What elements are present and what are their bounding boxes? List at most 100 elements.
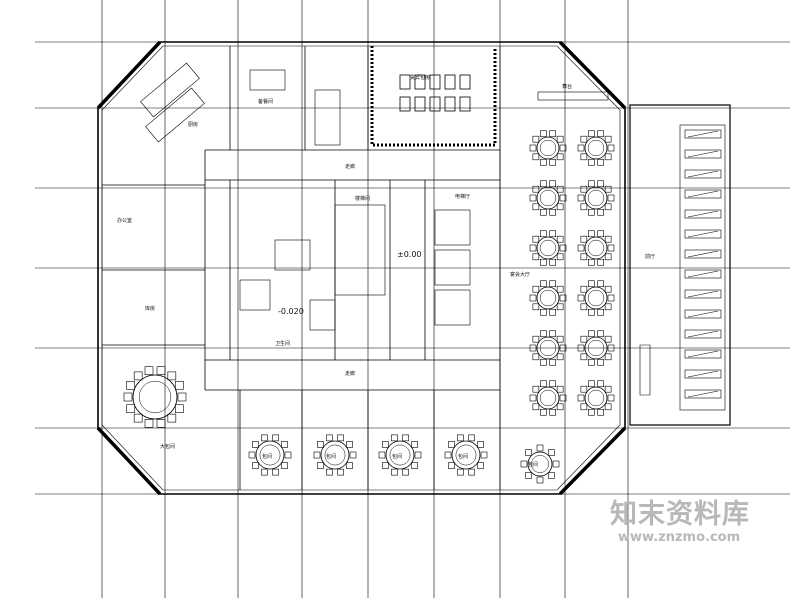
chair [525, 472, 532, 479]
chair [457, 434, 464, 442]
chair [549, 408, 556, 416]
room-label-banquet-large: 大包间 [160, 443, 175, 450]
round-table [529, 330, 567, 366]
chair [529, 144, 537, 152]
window-panel [684, 289, 722, 299]
chair [597, 130, 604, 138]
room-label-private-4: 包间 [458, 453, 468, 460]
chair [580, 403, 588, 411]
chair [252, 462, 259, 469]
partitions [102, 46, 501, 490]
chair [604, 285, 612, 293]
chair [597, 408, 604, 416]
chair [411, 462, 418, 469]
chair [556, 303, 564, 311]
chair [444, 451, 452, 459]
chair [577, 344, 585, 352]
watermark-brand: 知末资料库 [610, 499, 750, 530]
chair [281, 462, 288, 469]
chair [313, 451, 321, 459]
chair [549, 330, 556, 338]
chair [529, 194, 537, 202]
room-label-private-2: 包间 [326, 453, 336, 460]
chair [580, 185, 588, 193]
chair [604, 135, 612, 143]
chair [559, 244, 567, 252]
round-table [529, 230, 567, 266]
watermark-url: www.znzmo.com [618, 530, 741, 545]
room-label-private-3: 包间 [392, 453, 402, 460]
chair [532, 185, 540, 193]
chair [607, 194, 615, 202]
watermark: 知末资料库 www.znzmo.com [610, 492, 785, 552]
chair [580, 303, 588, 311]
chair [337, 468, 344, 476]
chair [588, 130, 595, 138]
window-diagonal [687, 210, 719, 218]
window-panel [684, 389, 722, 399]
round-table [529, 280, 567, 316]
chair [532, 285, 540, 293]
chair [391, 434, 398, 442]
room-label-stage: 舞台 [562, 83, 572, 90]
chair [597, 308, 604, 316]
chair [346, 462, 353, 469]
square-table [444, 96, 456, 112]
chair [556, 353, 564, 361]
chair [548, 449, 555, 456]
square-table [459, 96, 471, 112]
chair [536, 444, 544, 452]
room-label-lobby: 前厅 [645, 253, 655, 260]
chair [580, 203, 588, 211]
room-label-corridor-bottom: 走廊 [345, 370, 355, 377]
window-panel [684, 329, 722, 339]
chair [597, 208, 604, 216]
window-panel [684, 269, 722, 279]
chair [597, 358, 604, 366]
chair [607, 394, 615, 402]
chair [540, 230, 547, 238]
chair [391, 468, 398, 476]
chair [556, 385, 564, 393]
chair [549, 208, 556, 216]
chair [556, 135, 564, 143]
corner-walls [96, 40, 627, 496]
chair [175, 380, 184, 390]
window-diagonal [687, 270, 719, 278]
window-diagonal [687, 150, 719, 158]
chair [167, 413, 177, 423]
window-panel [684, 209, 722, 219]
window-panel [684, 149, 722, 159]
chair [411, 441, 418, 448]
chair [177, 392, 187, 402]
chair [529, 344, 537, 352]
chair [549, 180, 556, 188]
window-panel [684, 169, 722, 179]
chair [167, 371, 177, 381]
chair [133, 371, 143, 381]
window-panel [684, 129, 722, 139]
chair [382, 462, 389, 469]
chair [549, 130, 556, 138]
chair [556, 285, 564, 293]
chair [597, 258, 604, 266]
chair [532, 403, 540, 411]
window-panel [684, 309, 722, 319]
chair [588, 330, 595, 338]
chair [604, 185, 612, 193]
chair [549, 358, 556, 366]
chair [588, 258, 595, 266]
room-label-corridor-top: 走廊 [345, 163, 355, 170]
square-table [444, 74, 456, 90]
chair [480, 451, 488, 459]
core [239, 204, 471, 331]
chair [261, 434, 268, 442]
chair [529, 244, 537, 252]
hatched-walls [370, 46, 497, 147]
chair [326, 434, 333, 442]
chair [588, 208, 595, 216]
chair [549, 230, 556, 238]
chair [604, 203, 612, 211]
chair [607, 294, 615, 302]
chair [607, 344, 615, 352]
